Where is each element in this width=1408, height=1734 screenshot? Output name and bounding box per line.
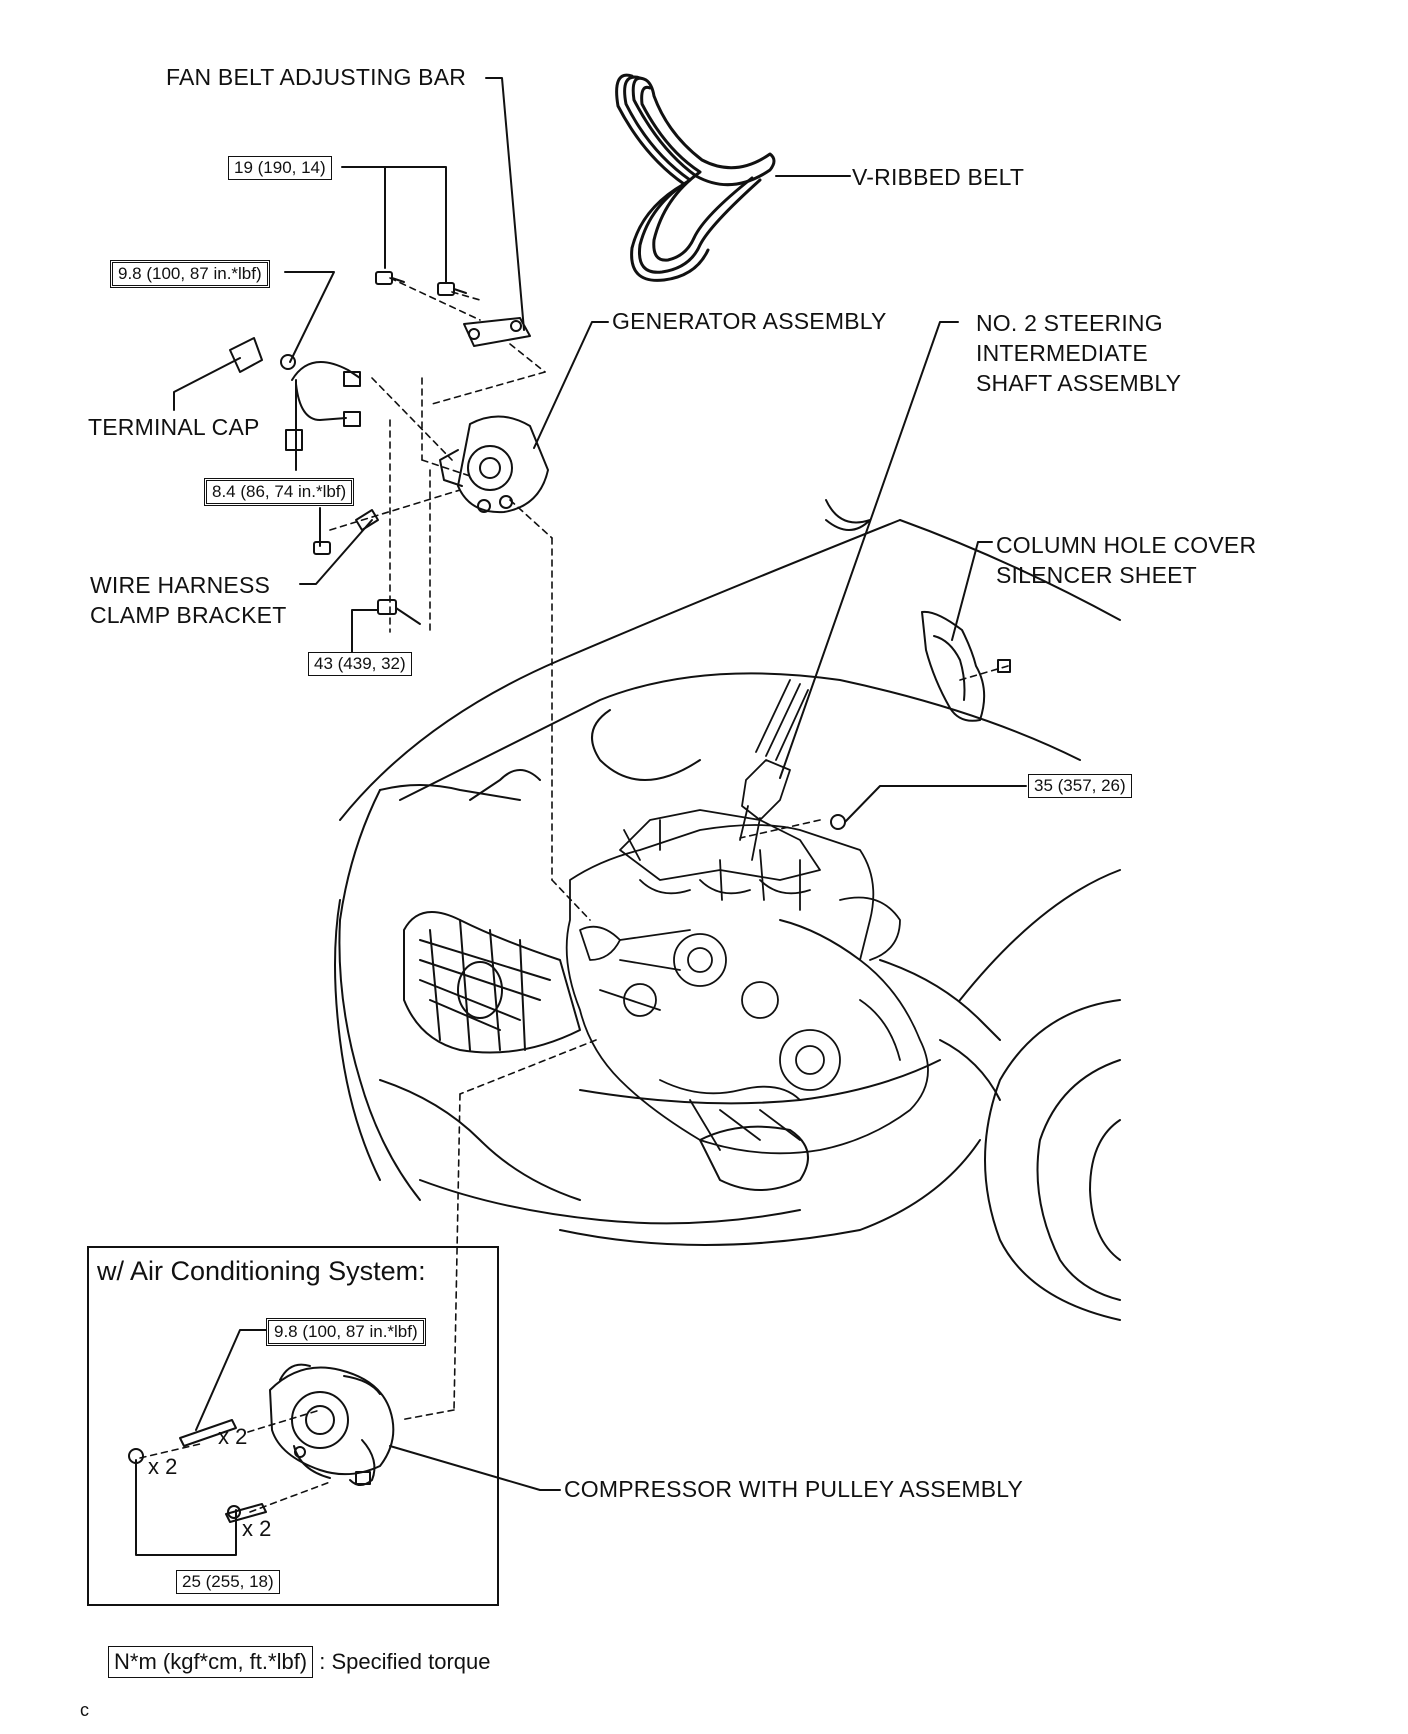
vehicle-body-outline: [334, 499, 1121, 1321]
steering-shaft-label-line3: SHAFT ASSEMBLY: [976, 370, 1182, 396]
torque-compressor-bolts: 25 (255, 18): [176, 1570, 280, 1594]
torque-steering-bolt: 35 (357, 26): [1028, 774, 1132, 798]
steering-shaft-label-line1: NO. 2 STEERING: [976, 310, 1163, 336]
torque-terminal-nut: 9.8 (100, 87 in.*lbf): [110, 260, 270, 288]
corner-mark: c: [80, 1700, 89, 1720]
legend-text: : Specified torque: [319, 1649, 491, 1674]
torque-compressor-stud: 9.8 (100, 87 in.*lbf): [266, 1318, 426, 1346]
wire-harness-label-line2: CLAMP BRACKET: [90, 602, 287, 628]
legend-units: N*m (kgf*cm, ft.*lbf): [108, 1646, 314, 1678]
v-ribbed-belt-label: V-RIBBED BELT: [852, 164, 1025, 190]
compressor-drawing: [128, 1363, 395, 1523]
torque-legend: N*m (kgf*cm, ft.*lbf) : Specified torque: [108, 1646, 491, 1678]
quantity-bolt: x 2: [242, 1516, 272, 1541]
leader-lines: [135, 77, 1027, 1556]
column-hole-cover-label-line2: SILENCER SHEET: [996, 562, 1197, 588]
compressor-label: COMPRESSOR WITH PULLEY ASSEMBLY: [564, 1476, 1024, 1502]
quantity-stud: x 2: [218, 1424, 248, 1449]
wire-harness-label-line1: WIRE HARNESS: [90, 572, 271, 598]
fasteners: [229, 271, 1011, 830]
torque-generator-bolt: 43 (439, 32): [308, 652, 412, 676]
engine-drawing: [565, 679, 929, 1155]
generator-drawing: [439, 415, 549, 514]
inset-title: w/ Air Conditioning System:: [97, 1256, 426, 1286]
air-conditioning-inset: w/ Air Conditioning System:: [87, 1246, 499, 1606]
v-ribbed-belt-drawing: [615, 73, 776, 282]
quantity-nut: x 2: [148, 1454, 178, 1479]
dashed-assembly-lines: [139, 277, 1009, 1513]
terminal-cap-label: TERMINAL CAP: [88, 414, 260, 440]
torque-clamp-bracket-bolt: 8.4 (86, 74 in.*lbf): [204, 478, 355, 506]
steering-shaft-label-line2: INTERMEDIATE: [976, 340, 1148, 366]
fan-belt-adjusting-bar-label: FAN BELT ADJUSTING BAR: [166, 64, 467, 90]
torque-adjusting-bar-bolts: 19 (190, 14): [228, 156, 332, 180]
column-hole-cover-label-line1: COLUMN HOLE COVER: [996, 532, 1257, 558]
silencer-sheet-drawing: [921, 610, 986, 722]
generator-assembly-label: GENERATOR ASSEMBLY: [612, 308, 887, 334]
